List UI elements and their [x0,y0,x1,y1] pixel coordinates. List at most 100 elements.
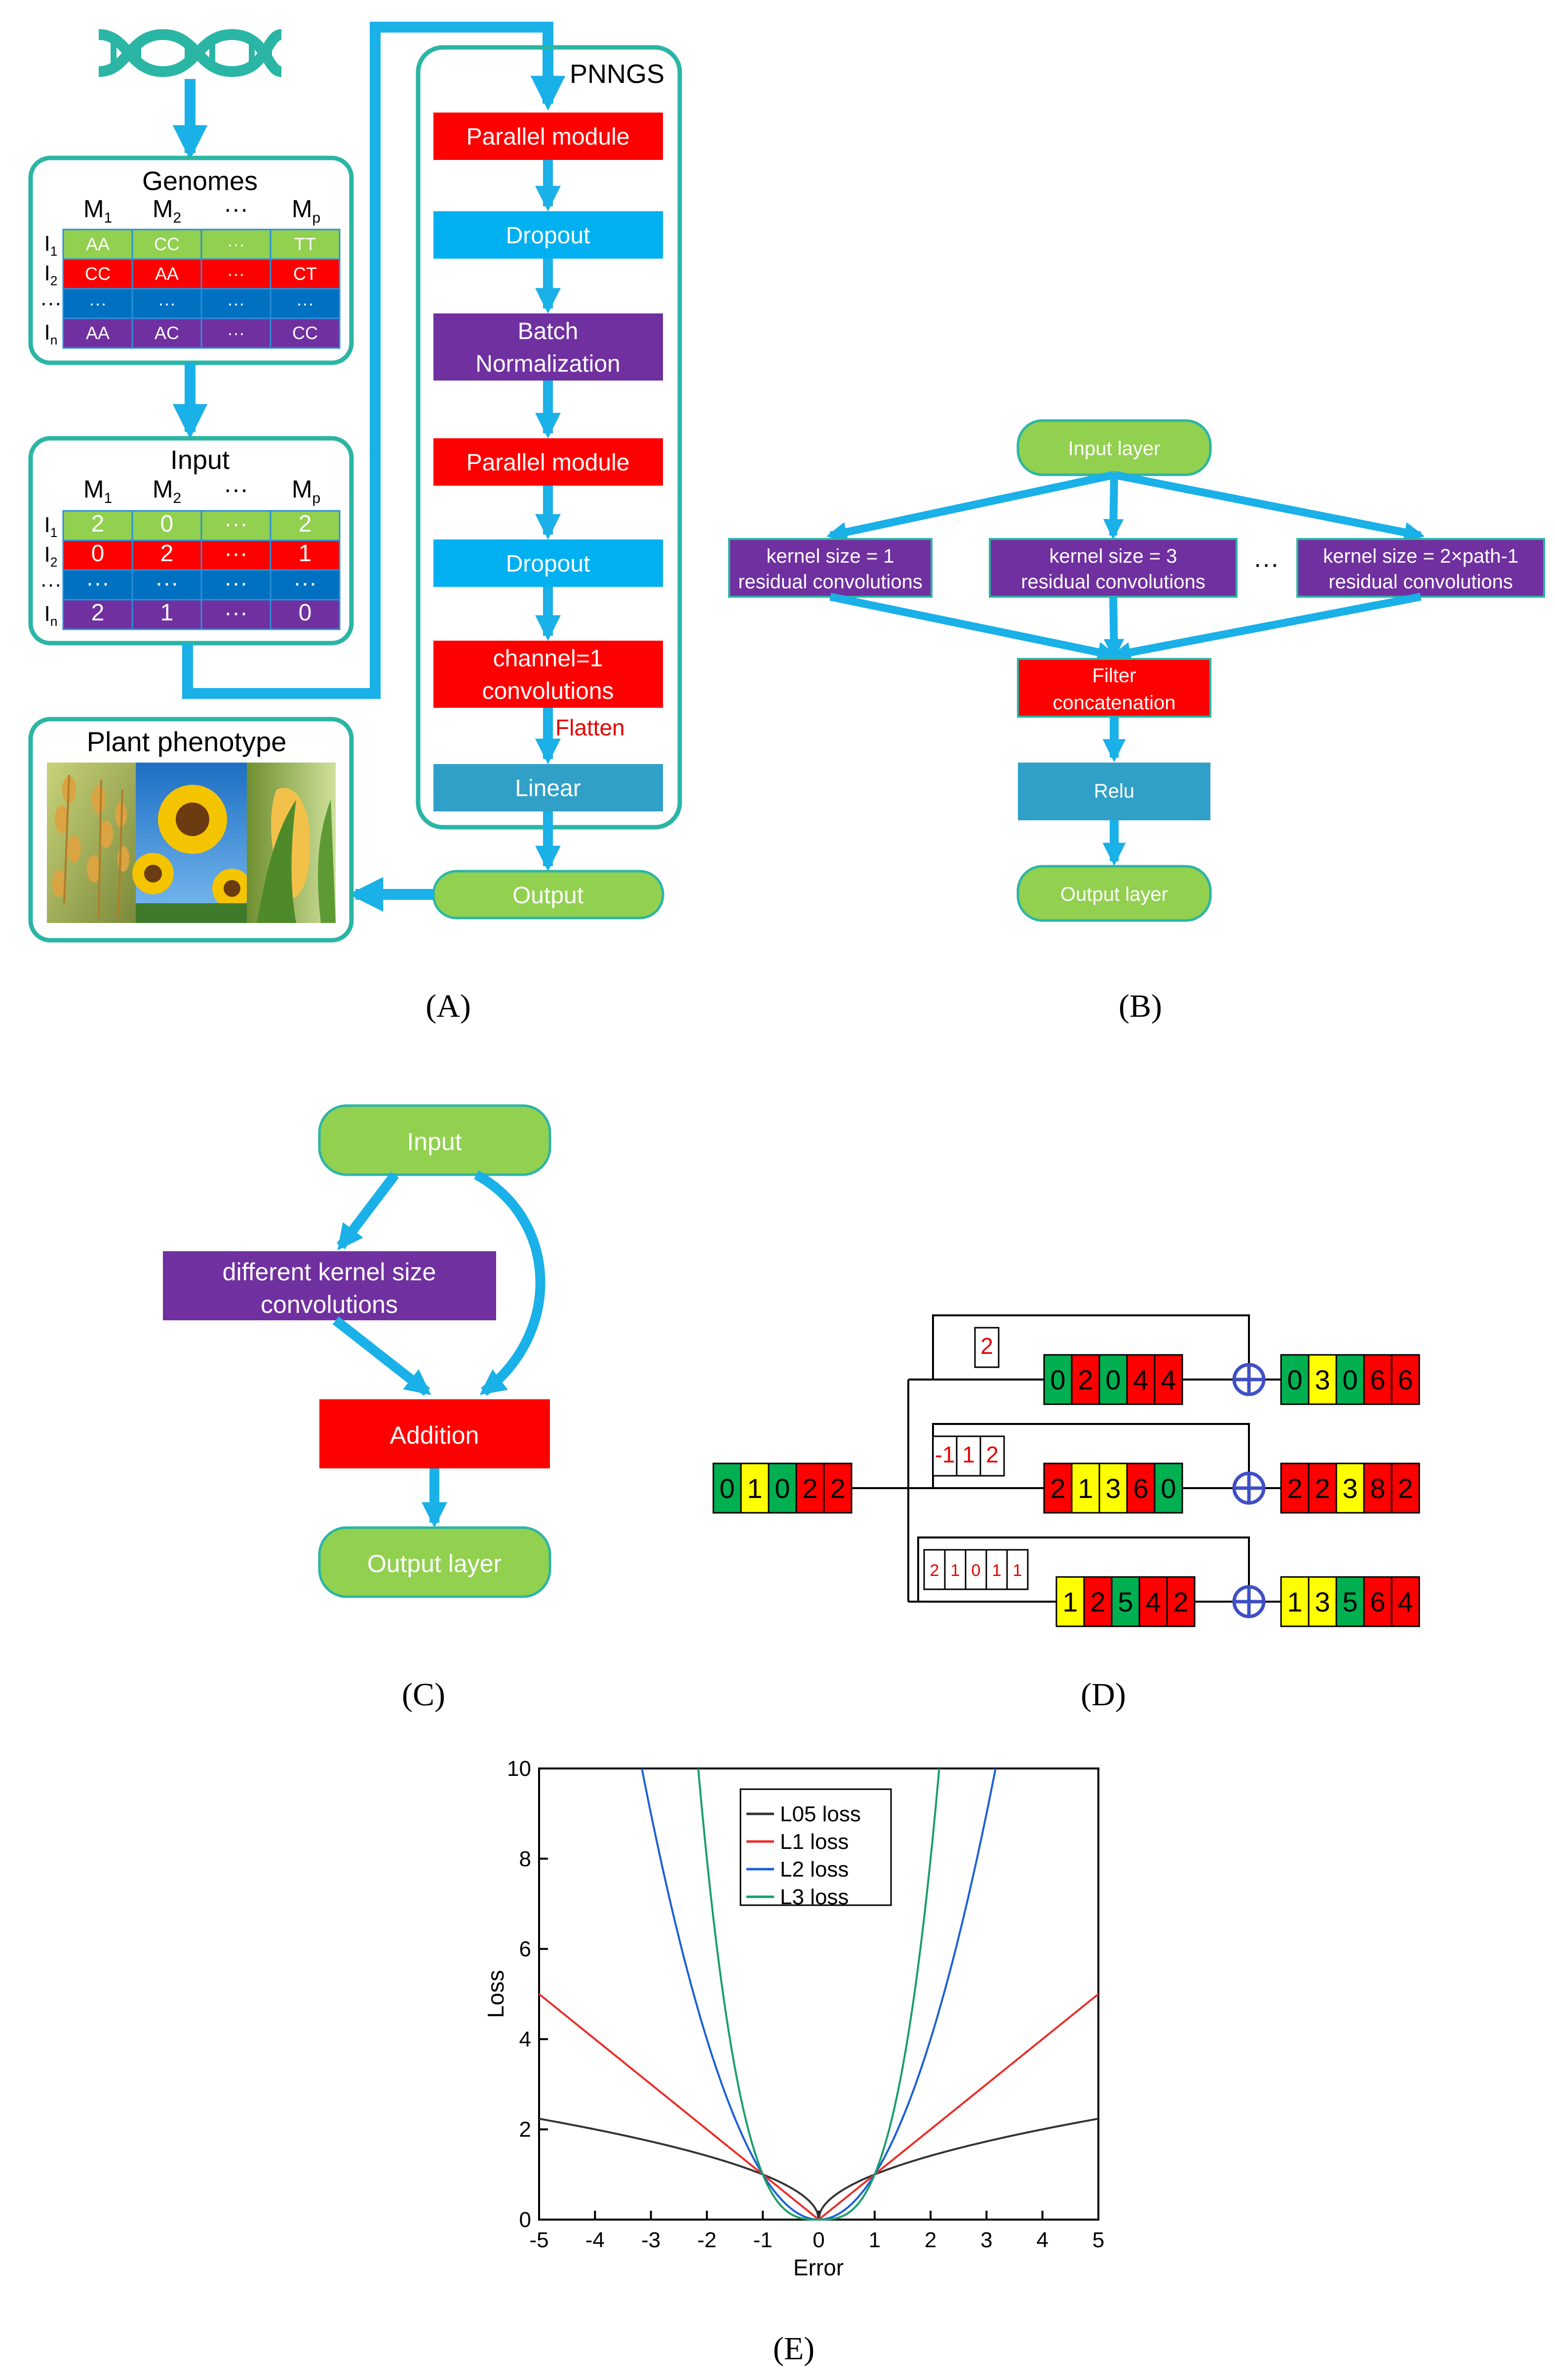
output-label: Output [512,883,583,909]
cell-value: AC [155,323,179,343]
b-arrow-to-concat [829,593,1119,662]
y-tick-label: 10 [507,1757,531,1781]
cell-value: ··· [86,570,110,596]
x-tick-label: 2 [925,2228,936,2252]
genomes-title: Genomes [142,166,258,196]
d-out-cell-value: 6 [1398,1364,1413,1395]
d-input-cell-value: 0 [719,1473,735,1504]
cell-value: AA [155,264,179,284]
d-out-cell [1391,1576,1420,1627]
marker-header: M2 [153,195,181,226]
d-input-cell [740,1462,770,1514]
pnngs-block-label: Parallel module [466,124,630,150]
series-line [539,2117,1099,2220]
b-output-layer [1016,865,1212,922]
cell-value: 1 [160,600,174,626]
d-kernel-cell [956,1435,981,1477]
marker-header: Mp [292,475,320,506]
d-conv-cell-value: 4 [1145,1586,1161,1617]
pnngs-block-label: Parallel module [466,450,630,476]
b-arrow-to-conv [1103,474,1124,540]
series-line [538,1993,1099,2221]
d-input-cell [712,1462,742,1514]
individual-label: I1 [44,513,58,540]
d-out-cell-value: 0 [1287,1364,1302,1395]
b-conv-label: residual convolutions [1021,571,1205,593]
d-conv-cell [1154,1462,1183,1514]
d-conv-cell-value: 5 [1118,1586,1133,1617]
table-cell [270,599,341,630]
d-conv-cell-value: 0 [1050,1364,1065,1395]
d-kernel-cell [979,1435,1005,1477]
table-cell [131,599,202,630]
cell-value: ··· [224,570,248,596]
cell-value: ··· [155,570,179,596]
b-relu-label: Relu [1094,780,1134,802]
d-conv-cell-value: 6 [1133,1473,1148,1504]
c-conv-line1: different kernel size [223,1258,436,1286]
legend-label: L1 loss [780,1830,849,1854]
d-conv-cell [1138,1576,1168,1627]
individual-label: In [44,602,58,629]
x-tick-label: -4 [585,2228,605,2252]
d-kernel-value: -1 [935,1442,955,1467]
pnngs-block-label: convolutions [482,678,614,704]
b-conv-block [1296,538,1545,598]
cell-value: AA [86,323,110,343]
table-cell [270,288,341,319]
table-cell [131,288,202,319]
sunflower-photo [132,763,252,923]
d-conv-cell-value: 2 [1078,1364,1093,1395]
panel-c: Input different kernel size convolutions… [163,1104,551,1598]
d-out-cell [1335,1354,1365,1405]
pnngs-block [433,211,663,259]
d-out-cell-value: 0 [1342,1364,1358,1395]
c-arrow-conv-add [332,1316,431,1396]
d-conv-cell-value: 1 [1062,1586,1078,1617]
b-arrow-to-conv [826,471,1115,542]
cell-value: ··· [158,293,176,313]
cell-value: ··· [227,293,245,313]
marker-header: M1 [83,475,112,506]
pnngs-block [433,641,663,708]
d-kernel-cell [1006,1549,1029,1590]
y-tick-label: 2 [519,2117,531,2142]
individual-label: In [44,320,58,347]
pnngs-block-label: channel=1 [493,646,603,672]
c-addition [319,1399,550,1468]
legend-box [739,1788,892,1906]
rice-photo [47,763,136,923]
d-conv-cell-value: 2 [1173,1586,1188,1617]
pnngs-title: PNNGS [570,59,664,89]
d-out-cell [1391,1462,1420,1514]
table-cell [200,229,272,260]
circled-plus-icon [1232,1585,1266,1618]
circled-plus-icon [1232,1471,1266,1505]
x-tick-label: 0 [813,2228,824,2252]
b-conv-label: kernel size = 3 [1049,545,1177,567]
b-arrow-to-concat [1110,593,1422,663]
d-out-cell-value: 8 [1370,1473,1385,1504]
pnngs-block-label: Dropout [506,551,590,577]
cell-value: 2 [160,540,174,567]
corn-photo [247,763,336,923]
d-kernel-value: 2 [986,1442,999,1467]
marker-header: Mp [292,195,320,226]
b-ellipsis: ··· [1253,550,1279,578]
individual-label: I2 [44,542,58,570]
marker-header: ··· [224,195,248,223]
d-out-cell [1363,1462,1393,1514]
table-cell [131,569,202,601]
d-out-cell-value: 4 [1398,1586,1413,1617]
y-tick-label: 8 [519,1847,531,1871]
c-conv [163,1251,496,1320]
y-axis-label: Loss [483,1970,508,2018]
d-kernel-value: 2 [930,1561,939,1580]
d-kernel-value: 1 [992,1561,1002,1580]
table-cell [62,599,133,630]
x-tick-label: 5 [1092,2228,1104,2252]
cell-value: CC [154,234,180,254]
